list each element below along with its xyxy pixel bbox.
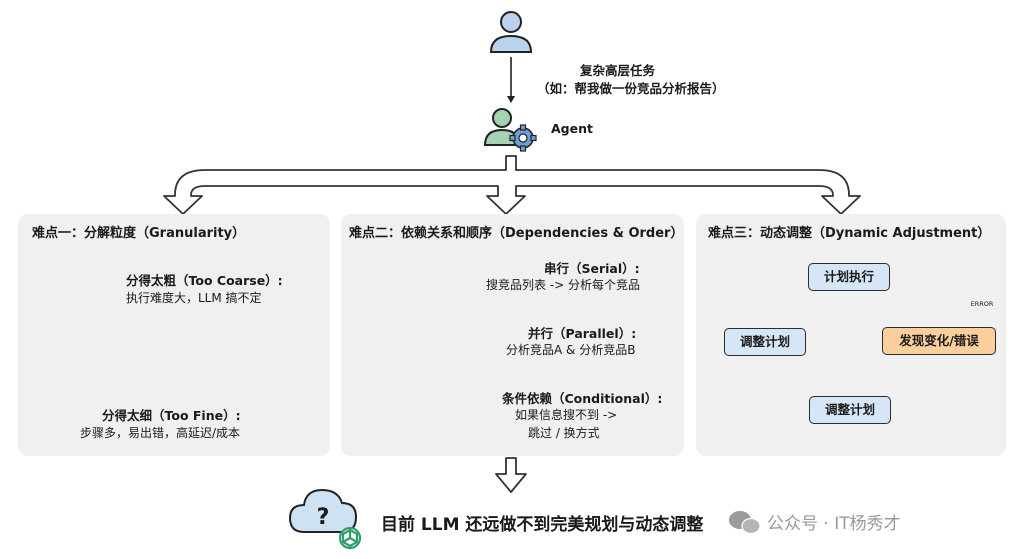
panel-title-dynamic-adjustment: 难点三：动态调整（Dynamic Adjustment） (708, 226, 991, 241)
parallel-desc: 分析竞品A & 分析竞品B (506, 343, 636, 357)
conditional-title: 条件依赖（Conditional）: (502, 391, 663, 406)
svg-text:?: ? (317, 505, 330, 530)
task-example: （如：帮我做一份竞品分析报告） (537, 81, 725, 96)
task-title: 复杂高层任务 (580, 63, 656, 78)
user-icon (489, 11, 533, 53)
serial-desc: 搜竞品列表 -> 分析每个竞品 (486, 278, 641, 292)
panel-title-dependencies: 难点二：依赖关系和顺序（Dependencies & Order） (349, 226, 684, 241)
agent-label: Agent (551, 121, 593, 136)
openai-logo-icon (338, 526, 362, 550)
cycle-node-adjust-left: 调整计划 (724, 328, 806, 356)
down-arrow-to-conclusion (495, 457, 527, 493)
gear-icon (509, 124, 537, 152)
panel-dependencies: 难点二：依赖关系和顺序（Dependencies & Order） (341, 214, 684, 456)
panel-granularity: 难点一：分解粒度（Granularity） (18, 214, 330, 456)
too-coarse-desc: 执行难度大，LLM 搞不定 (126, 291, 262, 305)
conditional-desc-line1: 如果信息搜不到 -> (515, 408, 618, 422)
panel-title-granularity: 难点一：分解粒度（Granularity） (32, 226, 246, 241)
too-fine-title: 分得太细（Too Fine）: (102, 408, 241, 423)
too-fine-desc: 步骤多，易出错，高延迟/成本 (80, 426, 241, 440)
serial-title: 串行（Serial）: (544, 261, 640, 276)
error-badge: ERROR (970, 300, 994, 308)
cycle-node-adjust-bottom: 调整计划 (809, 396, 891, 424)
conditional-desc-line2: 跳过 / 换方式 (528, 426, 600, 440)
cloud-question-icon: ? (288, 488, 358, 533)
cycle-node-execute: 计划执行 (808, 263, 890, 291)
watermark-text: 公众号 · IT杨秀才 (767, 514, 901, 534)
parallel-title: 并行（Parallel）: (528, 326, 637, 341)
cycle-node-detect: 发现变化/错误 (882, 327, 996, 355)
too-coarse-title: 分得太粗（Too Coarse）: (126, 273, 283, 288)
conclusion-text: 目前 LLM 还远做不到完美规划与动态调整 (381, 515, 704, 535)
wechat-icon (729, 511, 761, 535)
branch-arrow (163, 155, 861, 215)
